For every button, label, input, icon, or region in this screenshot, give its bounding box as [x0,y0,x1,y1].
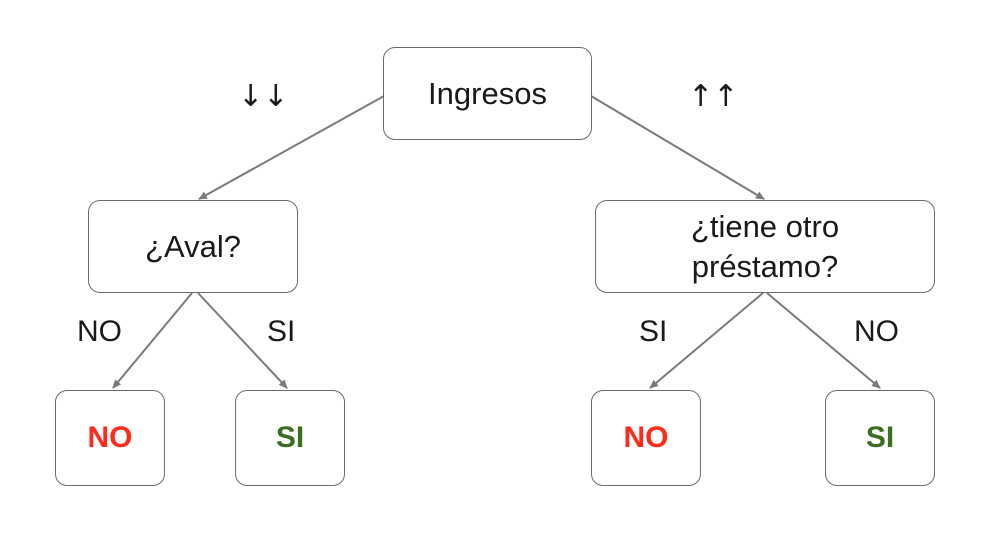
leaf-prestamo-si-label: SI [865,421,895,454]
edge-root-to-prestamo [590,95,765,200]
edge-label-prestamo-no: NO [854,315,899,348]
node-otro-prestamo-label: ¿tiene otro préstamo? [690,208,840,284]
edge-aval-to-no [112,292,193,389]
node-ingresos: Ingresos [383,47,592,140]
edge-prestamo-to-no [649,292,764,389]
leaf-prestamo-si: SI [825,390,935,486]
edge-prestamo-to-si [766,292,881,389]
edge-root-to-aval [198,95,385,200]
edge-aval-to-si [197,292,288,389]
high-income-arrows: ↑↑ [688,79,739,114]
leaf-aval-si: SI [235,390,345,486]
leaf-prestamo-no-label: NO [623,421,669,454]
edge-label-aval-si: SI [267,315,296,348]
node-ingresos-label: Ingresos [428,75,547,111]
leaf-aval-si-label: SI [275,421,305,454]
node-aval: ¿Aval? [88,200,298,293]
node-otro-prestamo: ¿tiene otro préstamo? [595,200,935,293]
leaf-prestamo-no: NO [591,390,701,486]
edge-label-prestamo-si: SI [639,315,668,348]
leaf-aval-no: NO [55,390,165,486]
node-aval-label: ¿Aval? [145,228,241,264]
low-income-arrows: ↓↓ [238,79,289,114]
leaf-aval-no-label: NO [87,421,133,454]
edge-label-aval-no: NO [77,315,122,348]
